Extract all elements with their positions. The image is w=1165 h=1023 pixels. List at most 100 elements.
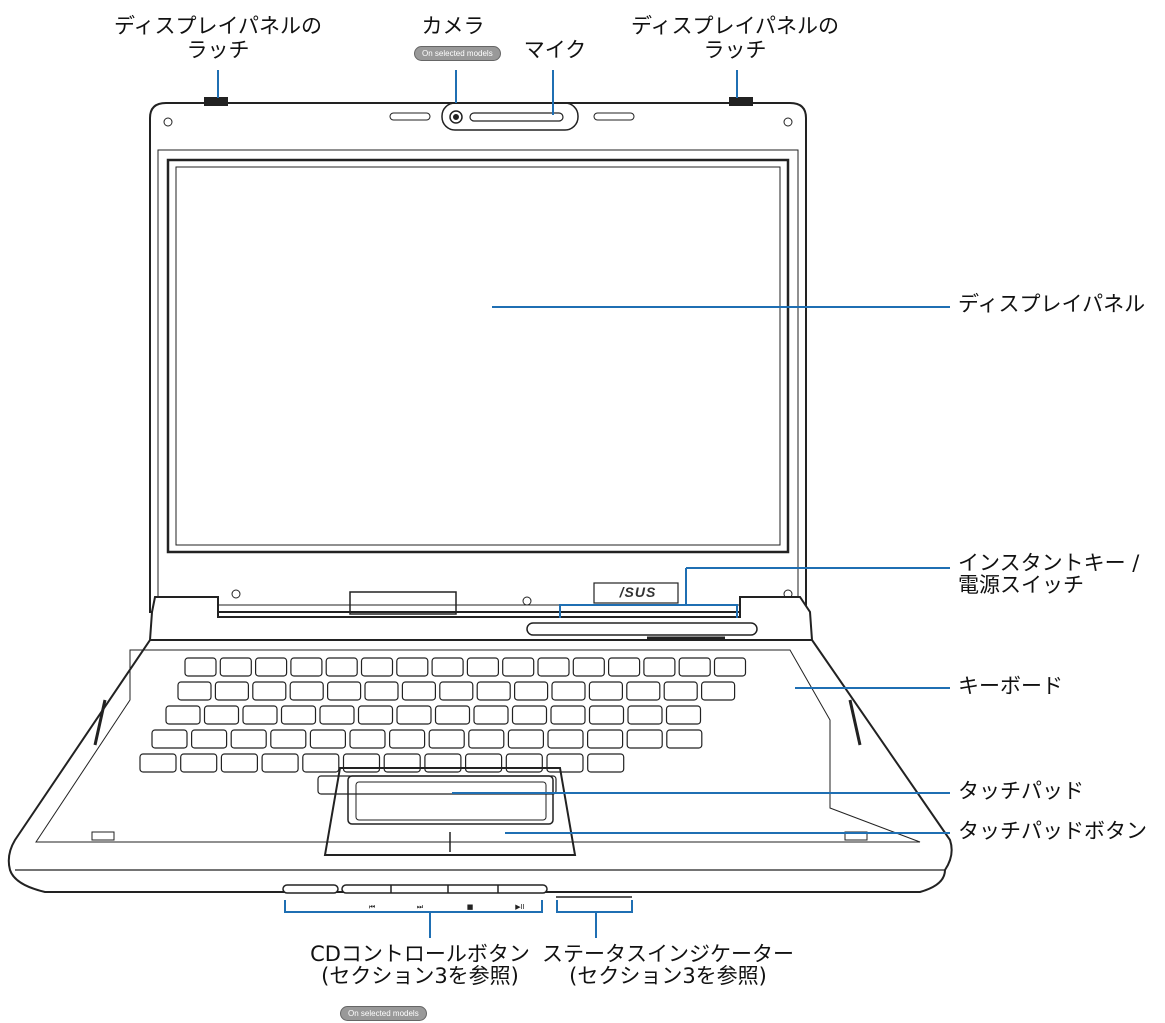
keyboard-key xyxy=(666,729,703,749)
keyboard-key xyxy=(643,657,676,677)
keyboard-key xyxy=(431,657,464,677)
keyboard-key xyxy=(180,753,218,773)
cd-control-badge: On selected models xyxy=(340,1006,427,1021)
label-touchpad-buttons: タッチパッドボタン xyxy=(958,819,1147,843)
label-microphone: マイク xyxy=(523,38,587,62)
keyboard-key xyxy=(505,753,543,773)
label-cd-control-line2: (セクション3を参照) xyxy=(321,964,519,988)
keyboard-key xyxy=(513,681,549,701)
keyboard-key xyxy=(547,729,584,749)
keyboard-key xyxy=(466,657,499,677)
keyboard-key xyxy=(507,729,544,749)
label-latch-left-line2: ラッチ xyxy=(186,38,250,62)
label-instant-keys-line1: インスタントキー / xyxy=(958,551,1140,575)
keyboard-key xyxy=(424,753,462,773)
keyboard-key xyxy=(360,657,394,677)
keyboard-key xyxy=(537,657,570,677)
keyboard-key xyxy=(290,657,323,677)
leader-lines xyxy=(217,70,950,938)
display-lid xyxy=(149,97,807,615)
keyboard-key xyxy=(468,729,505,749)
keyboard-key xyxy=(588,681,624,701)
keyboard-key xyxy=(511,705,548,725)
keyboard-key xyxy=(191,729,228,749)
keyboard-key xyxy=(270,729,307,749)
keyboard-key xyxy=(546,753,584,773)
keyboard-key xyxy=(586,729,624,749)
keyboard-key xyxy=(476,681,511,701)
keyboard-key xyxy=(401,681,436,701)
front-controls xyxy=(282,884,632,898)
keyboard-key xyxy=(551,681,586,701)
keyboard-key xyxy=(177,681,212,701)
keyboard-key xyxy=(302,753,340,773)
keyboard-key xyxy=(550,705,586,725)
keyboard-key xyxy=(473,705,509,725)
label-latch-right-line2: ラッチ xyxy=(703,38,767,62)
keyboard-key xyxy=(665,705,702,725)
keyboard-key xyxy=(383,753,421,773)
label-status-indicators: ステータスインジケーター (セクション3を参照) xyxy=(542,943,794,987)
keyboard-key xyxy=(713,657,747,677)
label-latch-left: ディスプレイパネルの ラッチ xyxy=(114,14,322,62)
keyboard-key xyxy=(139,753,177,773)
cd-control-glyph: ⏭ xyxy=(417,903,424,911)
label-instant-keys: インスタントキー / 電源スイッチ xyxy=(958,552,1139,596)
keyboard-key xyxy=(289,681,324,701)
keyboard-key xyxy=(572,657,605,677)
keyboard-key xyxy=(434,705,471,725)
keyboard-key xyxy=(230,729,267,749)
label-instant-keys-line2: 電源スイッチ xyxy=(958,573,1084,597)
keyboard-key xyxy=(428,729,465,749)
keyboard-key xyxy=(627,705,663,725)
keyboard-key xyxy=(678,657,711,677)
keyboard-key xyxy=(502,657,535,677)
keyboard-key xyxy=(357,705,394,725)
label-display-panel: ディスプレイパネル xyxy=(958,292,1146,316)
keyboard-key xyxy=(252,681,287,701)
keyboard-key xyxy=(203,705,240,725)
keyboard-key xyxy=(588,705,625,725)
keyboard-keys xyxy=(139,657,747,795)
keyboard-key xyxy=(325,657,358,677)
keyboard-key xyxy=(342,753,381,773)
keyboard-spacebar xyxy=(317,775,557,795)
keyboard-key xyxy=(219,657,252,677)
keyboard-key xyxy=(261,753,299,773)
label-status-indicators-line2: (セクション3を参照) xyxy=(569,964,767,988)
keyboard-key xyxy=(587,753,625,773)
label-latch-left-line1: ディスプレイパネルの xyxy=(113,14,323,38)
keyboard-key xyxy=(184,657,217,677)
keyboard-key xyxy=(151,729,188,749)
label-cd-control-line1: CDコントロールボタン xyxy=(310,942,530,966)
label-keyboard: キーボード xyxy=(958,674,1063,698)
keyboard-key xyxy=(327,681,362,701)
cd-control-glyph: ⏮ xyxy=(369,903,375,911)
keyboard-key xyxy=(349,729,386,749)
label-latch-right-line1: ディスプレイパネルの xyxy=(630,14,840,38)
keyboard-key xyxy=(465,753,503,773)
keyboard-key xyxy=(626,681,661,701)
keyboard-key xyxy=(309,729,346,749)
keyboard-key xyxy=(242,705,278,725)
label-status-indicators-line1: ステータスインジケーター xyxy=(542,942,794,966)
label-cd-control: CDコントロールボタン (セクション3を参照) xyxy=(310,943,530,987)
keyboard-key xyxy=(626,729,663,749)
keyboard-key xyxy=(607,657,641,677)
touchpad xyxy=(323,767,577,856)
asus-logo: /SUS xyxy=(619,584,657,600)
label-latch-right: ディスプレイパネルの ラッチ xyxy=(631,14,839,62)
keyboard-key xyxy=(214,681,249,701)
keyboard-key xyxy=(280,705,317,725)
keyboard-key xyxy=(255,657,288,677)
keyboard-key xyxy=(319,705,355,725)
cd-control-glyph: ▶II xyxy=(515,903,525,911)
keyboard-key xyxy=(220,753,258,773)
cd-control-glyph: ■ xyxy=(467,903,474,911)
keyboard-key xyxy=(396,705,432,725)
keyboard-key xyxy=(663,681,698,701)
keyboard-key xyxy=(396,657,429,677)
keyboard-key xyxy=(165,705,201,725)
cd-control-glyphs: ⏮ ⏭ ■ ▶II xyxy=(369,903,525,911)
